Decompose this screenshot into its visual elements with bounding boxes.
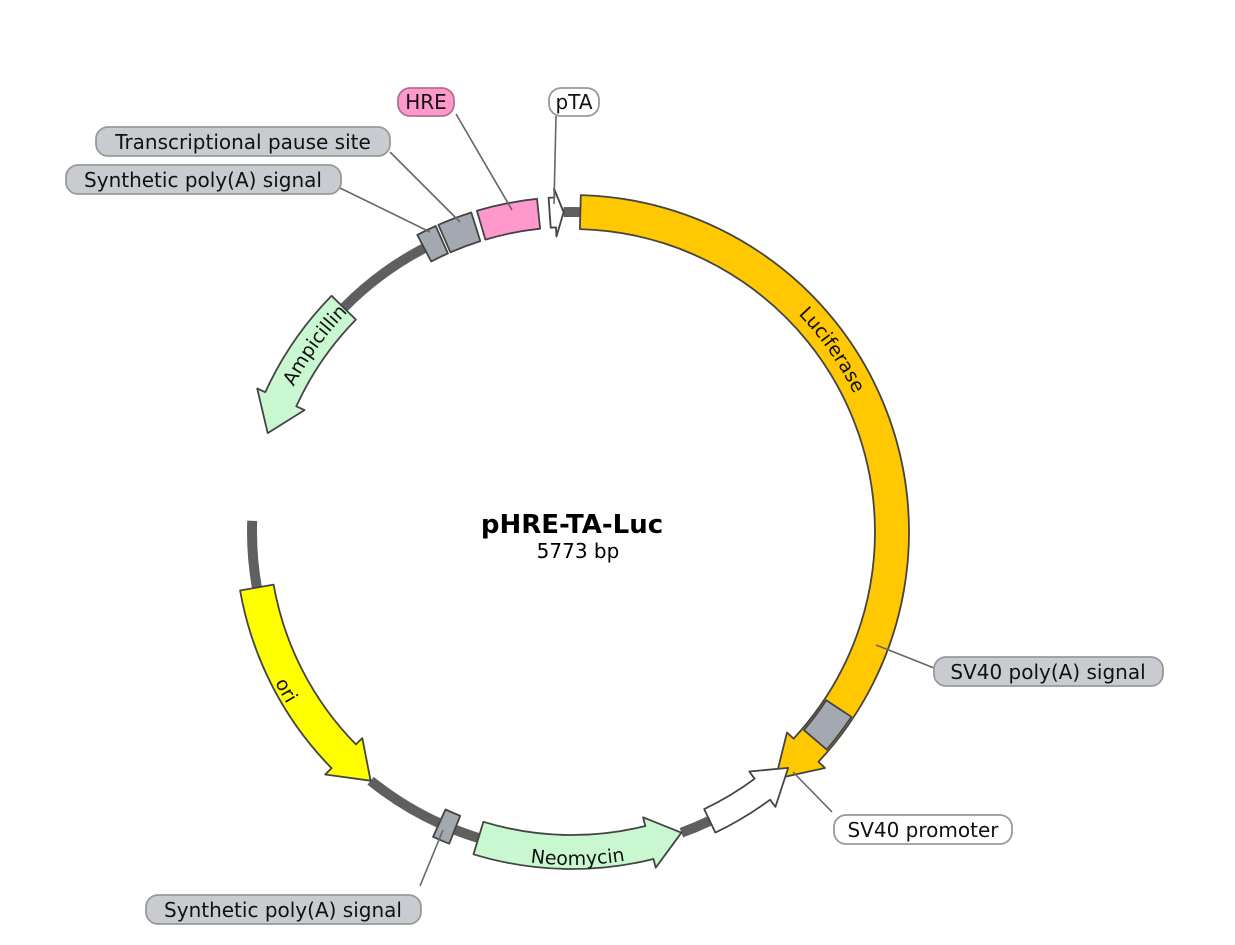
svg-text:Synthetic poly(A) signal: Synthetic poly(A) signal bbox=[164, 898, 402, 922]
synthetic-polya-bottom-feature[interactable] bbox=[432, 808, 462, 845]
synthetic-polya-top-callout[interactable]: Synthetic poly(A) signal bbox=[65, 164, 342, 195]
svg-text:pTA: pTA bbox=[555, 90, 592, 114]
luciferase-feature[interactable] bbox=[579, 194, 910, 780]
hre-feature[interactable] bbox=[476, 197, 541, 241]
backbone-segment bbox=[452, 825, 480, 843]
pta-callout[interactable]: pTA bbox=[548, 87, 600, 117]
pta-leader-line bbox=[553, 115, 557, 205]
svg-text:SV40 promoter: SV40 promoter bbox=[848, 818, 1000, 842]
ampicillin-feature[interactable] bbox=[256, 294, 357, 434]
svg-text:HRE: HRE bbox=[405, 90, 447, 114]
sv40-polya-leader-line bbox=[875, 644, 935, 669]
neomycin-feature[interactable] bbox=[472, 816, 683, 870]
sv40-polya-callout[interactable]: SV40 poly(A) signal bbox=[933, 656, 1164, 687]
pause-site-feature[interactable] bbox=[437, 211, 482, 254]
plasmid-name: pHRE-TA-Luc bbox=[481, 510, 663, 540]
plasmid-size: 5773 bp bbox=[537, 539, 620, 563]
hre-leader-line bbox=[455, 113, 513, 211]
svg-text:SV40 poly(A) signal: SV40 poly(A) signal bbox=[950, 660, 1145, 684]
pta-feature[interactable] bbox=[547, 187, 565, 238]
hre-callout[interactable]: HRE bbox=[397, 87, 455, 117]
synthetic-polya-top-leader-line bbox=[339, 187, 431, 233]
sv40-polya-feature[interactable] bbox=[803, 699, 853, 751]
ori-feature[interactable] bbox=[239, 583, 372, 782]
synthetic-polya-bottom-leader-line bbox=[419, 829, 444, 887]
svg-text:Synthetic poly(A) signal: Synthetic poly(A) signal bbox=[84, 168, 322, 192]
sv40-promoter-leader-line bbox=[792, 771, 833, 813]
backbone-segment bbox=[679, 816, 712, 838]
synthetic-polya-bottom-callout[interactable]: Synthetic poly(A) signal bbox=[145, 894, 422, 925]
sv40-promoter-feature[interactable] bbox=[703, 767, 790, 834]
svg-text:Transcriptional pause site: Transcriptional pause site bbox=[114, 130, 371, 154]
backbone-segment bbox=[247, 520, 262, 589]
neomycin-label: Neomycin bbox=[530, 844, 626, 870]
backbone-segment bbox=[340, 243, 427, 312]
sv40-promoter-callout[interactable]: SV40 promoter bbox=[833, 814, 1013, 845]
backbone-segment bbox=[367, 776, 442, 828]
pause-site-callout[interactable]: Transcriptional pause site bbox=[95, 126, 391, 157]
pause-site-leader-line bbox=[389, 151, 461, 223]
synthetic-polya-top-feature[interactable] bbox=[416, 225, 449, 263]
